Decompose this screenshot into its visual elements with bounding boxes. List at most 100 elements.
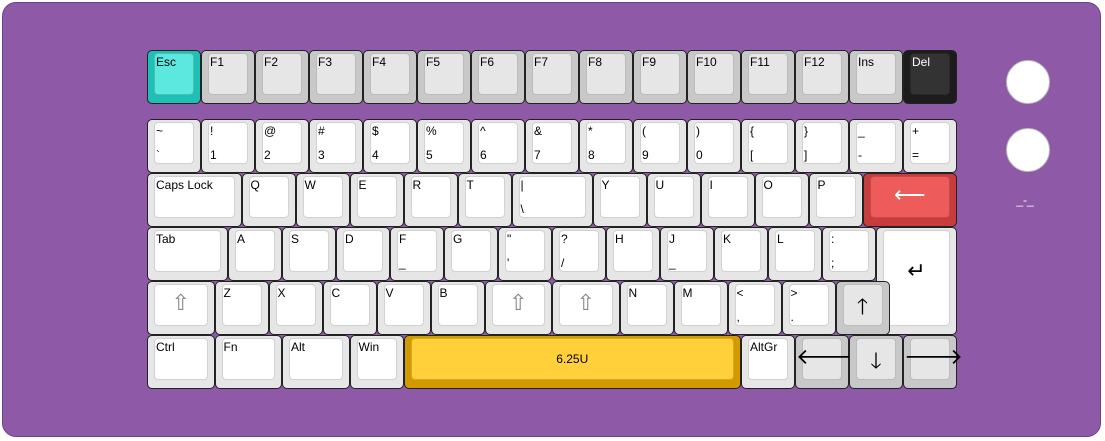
key-equal[interactable]: += [903,119,957,173]
key-m[interactable]: M [673,281,728,335]
key-u[interactable]: U [646,173,701,227]
key-w-top-label: W [304,178,316,192]
key-4[interactable]: $4 [363,119,417,173]
key-arrow-right[interactable]: 🡒 [903,335,963,389]
key-9[interactable]: (9 [633,119,687,173]
key-t[interactable]: T [457,173,512,227]
key-c[interactable]: C [322,281,377,335]
key-arrow-down[interactable]: 🡓 [849,335,903,389]
key-g[interactable]: G [444,227,498,281]
key-fn[interactable]: Fn [214,335,282,389]
key-6-bottom-label: 6 [480,148,487,162]
key-tab[interactable]: Tab [147,227,228,281]
key-spacebar[interactable]: 6.25U [403,335,741,389]
key-n[interactable]: N [619,281,674,335]
key-w[interactable]: W [295,173,350,227]
key-backspace-cap [869,176,950,218]
key-ctrl[interactable]: Ctrl [147,335,215,389]
key-mid-shift-2[interactable]: ⇧ [552,281,620,335]
key-k-top-label: K [723,232,732,246]
key-esc[interactable]: Esc [147,50,201,104]
key-minus[interactable]: _- [849,119,903,173]
key-arrow-left-icon: 🡐 [796,344,855,369]
key-d[interactable]: D [336,227,390,281]
key-altgr[interactable]: AltGr [741,335,795,389]
key-4-top-label: $ [372,124,379,138]
key-pipe[interactable]: |\ [511,173,593,227]
key-arrow-up[interactable]: 🡑 [835,281,890,335]
rotary-knob-top[interactable] [1006,60,1050,104]
key-x[interactable]: X [268,281,323,335]
key-backspace[interactable]: ⟵ [862,173,957,227]
key-z[interactable]: Z [214,281,269,335]
key-f8[interactable]: F8 [579,50,633,104]
key-ins[interactable]: Ins [849,50,903,104]
key-b[interactable]: B [430,281,485,335]
key-f12-top-label: F12 [804,55,825,69]
key-grave[interactable]: ~` [147,119,201,173]
key-f3[interactable]: F3 [309,50,363,104]
key-f12[interactable]: F12 [795,50,849,104]
key-enter-cap [883,230,950,326]
key-a-cap [235,230,275,272]
key-comma[interactable]: <, [727,281,782,335]
key-r[interactable]: R [403,173,458,227]
key-f4[interactable]: F4 [363,50,417,104]
key-0-bottom-label: 0 [696,148,703,162]
key-f6[interactable]: F6 [471,50,525,104]
key-k[interactable]: K [714,227,768,281]
key-f5[interactable]: F5 [417,50,471,104]
key-lbracket[interactable]: {[ [741,119,795,173]
key-6[interactable]: ^6 [471,119,525,173]
key-period[interactable]: >. [781,281,836,335]
key-3[interactable]: #3 [309,119,363,173]
key-q[interactable]: Q [241,173,296,227]
key-arrow-left[interactable]: 🡐 [795,335,855,389]
key-7[interactable]: &7 [525,119,579,173]
rotary-knob-bottom[interactable] [1006,128,1050,172]
key-win[interactable]: Win [349,335,404,389]
key-rbracket[interactable]: }] [795,119,849,173]
key-5-top-label: % [426,124,437,138]
key-a[interactable]: A [228,227,282,281]
key-f2[interactable]: F2 [255,50,309,104]
key-alt[interactable]: Alt [282,335,350,389]
key-f11[interactable]: F11 [741,50,795,104]
key-v[interactable]: V [376,281,431,335]
key-c-top-label: C [331,286,341,300]
key-e[interactable]: E [349,173,404,227]
key-mid-shift-1[interactable]: ⇧ [484,281,552,335]
key-period-cap [788,284,829,326]
key-s[interactable]: S [282,227,336,281]
key-del[interactable]: Del [903,50,957,104]
key-8-bottom-label: 8 [588,148,595,162]
key-quote[interactable]: "' [498,227,552,281]
key-i[interactable]: I [700,173,755,227]
key-1[interactable]: !1 [201,119,255,173]
key-f7[interactable]: F7 [525,50,579,104]
key-2[interactable]: @2 [255,119,309,173]
key-ctrl-top-label: Ctrl [156,340,175,354]
key-f9[interactable]: F9 [633,50,687,104]
key-8[interactable]: *8 [579,119,633,173]
key-5[interactable]: %5 [417,119,471,173]
key-f3-cap [316,53,356,95]
key-semicolon[interactable]: :; [822,227,876,281]
key-question[interactable]: ?/ [552,227,606,281]
key-f[interactable]: F_ [390,227,444,281]
key-f1[interactable]: F1 [201,50,255,104]
key-9-top-label: ( [642,124,646,138]
key-j[interactable]: J_ [660,227,714,281]
key-l[interactable]: L [768,227,822,281]
key-p[interactable]: P [808,173,863,227]
key-0[interactable]: )0 [687,119,741,173]
key-left-shift[interactable]: ⇧ [147,281,215,335]
key-f-cap [397,230,437,272]
key-semicolon-bottom-label: ; [831,256,835,270]
key-y[interactable]: Y [592,173,647,227]
key-caps-lock[interactable]: Caps Lock [147,173,242,227]
key-6-top-label: ^ [480,124,486,138]
key-f10[interactable]: F10 [687,50,741,104]
key-o[interactable]: O [754,173,809,227]
key-h[interactable]: H [606,227,660,281]
